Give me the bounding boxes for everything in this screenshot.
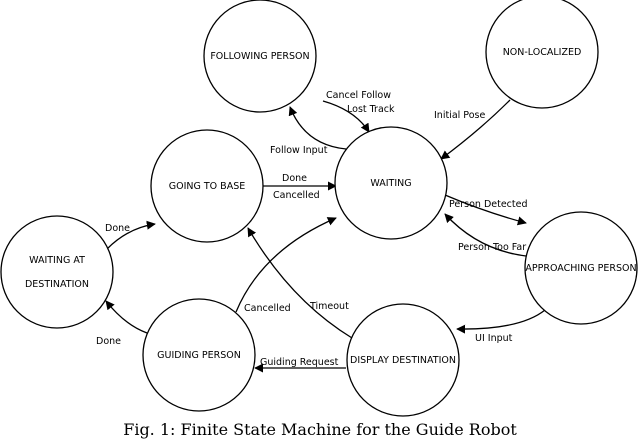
transition-guiding-waitdest: Done xyxy=(96,300,148,347)
state-label: WAITING AT xyxy=(29,255,85,266)
transition-display-guiding: Guiding Request xyxy=(254,357,346,373)
transition-arrow xyxy=(106,220,156,250)
transition-label: Done xyxy=(282,173,307,184)
transition-arrow xyxy=(440,99,511,160)
transition-label: Person Too Far xyxy=(458,242,526,253)
state-base: GOING TO BASE xyxy=(150,129,264,243)
transition-arrow xyxy=(456,309,546,334)
transition-label: Done xyxy=(96,336,121,347)
transition-label: Guiding Request xyxy=(260,357,339,368)
state-circle xyxy=(346,303,460,417)
state-waitdest: WAITING AT DESTINATION xyxy=(0,215,114,329)
transition-label: Person Detected xyxy=(449,199,528,210)
transition-label: Cancelled xyxy=(244,303,291,314)
state-circle xyxy=(142,298,256,412)
transition-arrow xyxy=(247,227,353,339)
transition-nonloc-waiting: Initial Pose xyxy=(434,99,511,160)
transition-arrow xyxy=(105,300,148,334)
transition-label: Cancelled xyxy=(273,190,320,201)
transition-approach-display: UI Input xyxy=(456,309,546,344)
state-waiting: WAITING xyxy=(334,126,448,240)
transition-label: Cancel Follow xyxy=(326,90,391,101)
state-label: GOING TO BASE xyxy=(169,181,245,192)
states: FOLLOWING PERSON NON-LOCALIZED GOING TO BA… xyxy=(0,0,638,417)
transition-waiting-approach: Person Detected xyxy=(444,194,528,226)
state-label: FOLLOWING PERSON xyxy=(210,51,309,62)
state-nonloc: NON-LOCALIZED xyxy=(485,0,599,109)
transition-arrow xyxy=(288,106,347,150)
state-guiding: GUIDING PERSON xyxy=(142,298,256,412)
state-circle xyxy=(524,211,638,325)
transition-label: UI Input xyxy=(475,333,513,344)
state-circle xyxy=(0,215,114,329)
state-label: WAITING xyxy=(370,178,411,189)
state-circle xyxy=(150,129,264,243)
state-following: FOLLOWING PERSON xyxy=(203,0,317,113)
state-label: APPROACHING PERSON xyxy=(525,263,636,274)
transition-label: Timeout xyxy=(309,301,349,312)
transition-arrow xyxy=(444,194,527,226)
state-approach: APPROACHING PERSON xyxy=(524,211,638,325)
transition-approach-waiting: Person Too Far xyxy=(444,213,527,257)
state-label: DESTINATION xyxy=(25,279,89,290)
state-label: GUIDING PERSON xyxy=(157,350,241,361)
figure-caption: Fig. 1: Finite State Machine for the Gui… xyxy=(123,420,517,439)
state-circle xyxy=(485,0,599,109)
state-circle xyxy=(203,0,317,113)
transition-label: Done xyxy=(105,223,130,234)
transition-guiding-waiting: Cancelled xyxy=(235,217,337,314)
state-label: NON-LOCALIZED xyxy=(503,47,582,58)
transition-label: Initial Pose xyxy=(434,110,485,121)
state-circle xyxy=(334,126,448,240)
state-label: DISPLAY DESTINATION xyxy=(350,355,456,366)
transition-arrow xyxy=(444,213,527,257)
transition-following-waiting: Follow Input xyxy=(270,106,347,156)
transition-display-base: Timeout xyxy=(247,227,353,339)
transition-waitdest-base: Done xyxy=(105,220,156,250)
state-display: DISPLAY DESTINATION xyxy=(346,303,460,417)
transition-label: Follow Input xyxy=(270,145,328,156)
transition-arrow xyxy=(235,217,337,313)
transition-label: Lost Track xyxy=(347,104,395,115)
transition-arrow xyxy=(322,100,370,133)
